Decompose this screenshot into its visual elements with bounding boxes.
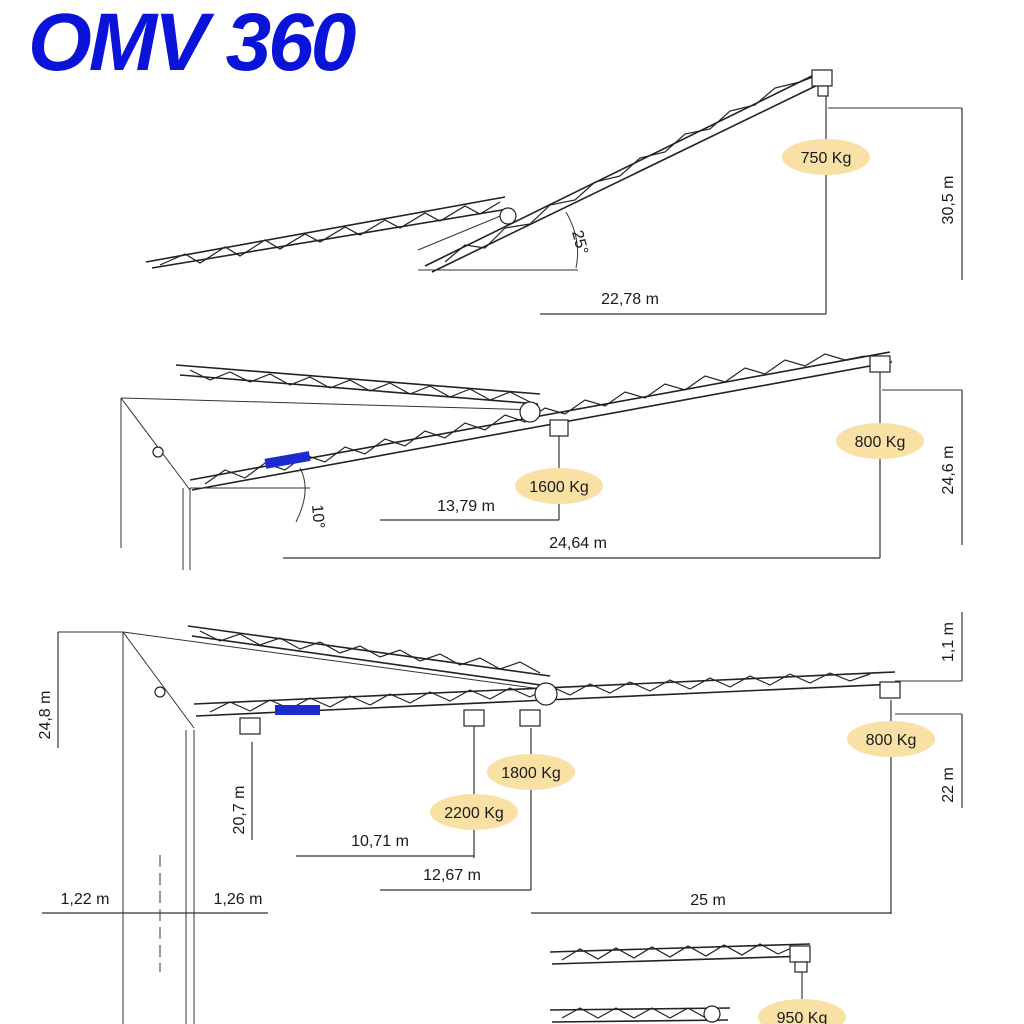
config3-height-right: 22 m — [940, 767, 957, 803]
config3-load-tip: 800 Kg — [866, 732, 917, 749]
config2-load-tip-badge — [836, 423, 924, 459]
config2-brand-plate — [264, 451, 311, 469]
config3-height-tower: 24,8 m — [37, 691, 54, 740]
config2-load-inner-badge — [515, 468, 603, 504]
config2-load-tip: 800 Kg — [855, 434, 906, 451]
config1-main-jib — [417, 69, 833, 273]
config1-rear-jib — [145, 196, 509, 269]
config1-height: 30,5 m — [940, 176, 957, 225]
config3-reach-tip: 25 m — [690, 892, 726, 909]
config3-reach-b: 12,67 m — [423, 867, 481, 884]
config4-load: 950 Kg — [777, 1010, 828, 1024]
config2-angle: 10° — [308, 504, 327, 530]
config3-load-a-badge — [430, 794, 518, 830]
config-1: 25° 750 Kg 22,78 m 30,5 m — [145, 69, 963, 315]
config3-load-b-badge — [487, 754, 575, 790]
config-2: 10° 1600 Kg 800 Kg 13,79 m 24,64 m 24,6 … — [120, 351, 963, 570]
config1-load: 750 Kg — [801, 150, 852, 167]
config2-reach-inner: 13,79 m — [437, 498, 495, 515]
config3-load-tip-badge — [847, 721, 935, 757]
config2-height: 24,6 m — [940, 446, 957, 495]
config3-reach-a: 10,71 m — [351, 833, 409, 850]
config3-load-b: 1800 Kg — [501, 765, 561, 782]
config-4: 950 Kg — [549, 943, 846, 1024]
config1-angle: 25° — [568, 229, 591, 257]
config3-tip-rise: 1,1 m — [940, 622, 957, 662]
config-3: 24,8 m 20,7 m 2200 Kg 1800 Kg 800 Kg 10,… — [37, 612, 963, 1024]
config2-reach-tip: 24,64 m — [549, 535, 607, 552]
config3-height-trolley: 20,7 m — [231, 786, 248, 835]
config1-reach: 22,78 m — [601, 291, 659, 308]
config2-load-inner: 1600 Kg — [529, 479, 589, 496]
config3-load-a: 2200 Kg — [444, 805, 504, 822]
config3-base-right: 1,26 m — [214, 891, 263, 908]
config1-load-badge — [782, 139, 870, 175]
config3-brand-plate — [275, 705, 320, 715]
config4-load-badge — [758, 999, 846, 1024]
page-title: OMV 360 — [28, 0, 356, 88]
config3-base-left: 1,22 m — [61, 891, 110, 908]
